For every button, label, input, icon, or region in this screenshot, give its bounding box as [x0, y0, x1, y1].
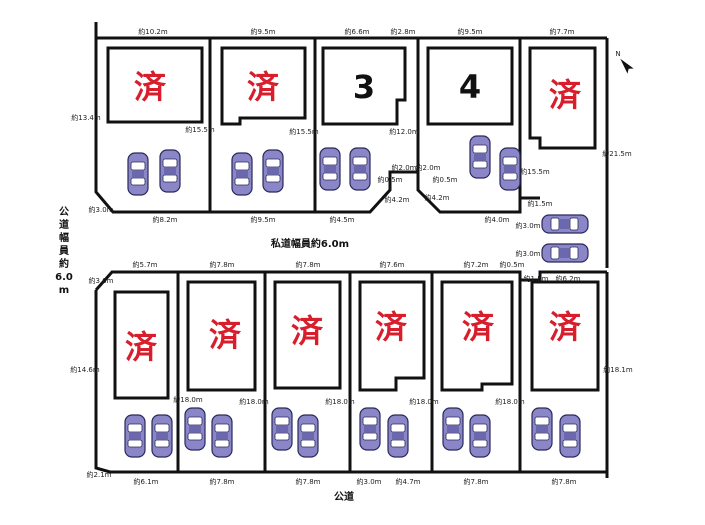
dim-bottom-depth-7: 約18.0m [495, 397, 525, 406]
dim-top-road-3: 約9.5m [251, 215, 276, 224]
dim-top-frontage-4: 約2.8m [391, 27, 416, 36]
public-road-left-char-5: 約 [59, 257, 69, 270]
lot-mark-bottom-4: 済 [375, 308, 408, 346]
bottom-parking [124, 407, 581, 458]
lot-mark-top-3: 3 [353, 68, 375, 106]
dim-bottom-depth-5: 約18.0m [409, 397, 439, 406]
public-road-left-label: 公 道 幅 員 約 6.0 m [55, 206, 73, 296]
dim-notch-2: 約2.0m [416, 163, 441, 172]
private-road-label: 私道幅員約6.0m [270, 237, 349, 250]
dim-bottom-road-9: 約6.2m [556, 274, 581, 283]
top-lot-marks: 済 済 3 4 済 [134, 68, 582, 114]
bottom-lot-dividers [176, 272, 522, 472]
bottom-lot-marks: 済 済 済 済 済 済 [125, 308, 582, 366]
dim-bottom-frontage-4: 約7.8m [296, 477, 321, 486]
north-arrow-icon [620, 58, 634, 74]
top-roadside-dimensions: 約3.0m 約8.2m 約9.5m 約4.5m 約4.2m 約4.2m 約4.0… [89, 193, 553, 258]
dim-bottom-frontage-6: 約4.7m [396, 477, 421, 486]
top-block-outline [94, 22, 609, 268]
dim-top-depth-3: 約15.5m [289, 127, 319, 136]
dim-top-road-6: 約4.2m [425, 193, 450, 202]
dim-bottom-road-8: 約1.5m [524, 274, 549, 283]
dim-bottom-road-1: 約3.0m [89, 276, 114, 285]
dim-bottom-frontage-2: 約6.1m [134, 477, 159, 486]
lot-mark-bottom-2: 済 [209, 316, 242, 354]
dim-top-frontage-2: 約9.5m [251, 27, 276, 36]
dim-notch-4: 約0.5m [433, 175, 458, 184]
dim-top-road-9: 約3.0m [516, 221, 541, 230]
dim-top-road-2: 約8.2m [153, 215, 178, 224]
dim-top-depth-1: 約13.4m [71, 113, 101, 122]
lot-mark-top-4: 4 [459, 68, 481, 106]
dim-bottom-frontage-8: 約7.8m [552, 477, 577, 486]
lot-mark-top-5: 済 [549, 76, 582, 114]
public-road-left-char-6: 6.0 [55, 272, 73, 283]
dim-bottom-road-4: 約7.8m [296, 260, 321, 269]
bottom-roadside-dimensions: 約3.0m 約5.7m 約7.8m 約7.8m 約7.6m 約7.2m 約0.5… [89, 260, 581, 285]
lot-mark-bottom-5: 済 [462, 308, 495, 346]
dim-bottom-road-6: 約7.2m [464, 260, 489, 269]
top-lot-dividers [208, 38, 522, 212]
dim-bottom-frontage-1: 約2.1m [87, 470, 112, 479]
dim-notch-3: 約0.5m [378, 175, 403, 184]
lot-mark-bottom-1: 済 [125, 328, 158, 366]
dim-bottom-depth-3: 約18.0m [239, 397, 269, 406]
dim-top-frontage-5: 約9.5m [458, 27, 483, 36]
dim-bottom-road-3: 約7.8m [210, 260, 235, 269]
lot-mark-bottom-6: 済 [549, 308, 582, 346]
public-road-left-char-2: 道 [59, 218, 69, 231]
dim-top-road-7: 約4.0m [485, 215, 510, 224]
dim-top-depth-6: 約21.5m [602, 149, 632, 158]
dim-bottom-depth-4: 約18.0m [325, 397, 355, 406]
dim-bottom-frontage-7: 約7.8m [464, 477, 489, 486]
public-road-bottom-label: 公道 [334, 490, 354, 503]
lot-mark-top-2: 済 [247, 68, 280, 106]
dim-notch-1: 約2.0m [392, 163, 417, 172]
top-frontage-dimensions: 約10.2m 約9.5m 約6.6m 約2.8m 約9.5m 約7.7m [138, 27, 574, 36]
dim-bottom-frontage-3: 約7.8m [210, 477, 235, 486]
public-road-left-char-1: 公 [59, 206, 69, 218]
lot-mark-bottom-3: 済 [291, 312, 324, 350]
dim-top-frontage-1: 約10.2m [138, 27, 168, 36]
dim-bottom-depth-1: 約14.6m [70, 365, 100, 374]
notch-dimensions: 約2.0m 約2.0m 約0.5m 約0.5m [378, 163, 458, 184]
dim-top-road-4: 約4.5m [330, 215, 355, 224]
dim-bottom-road-5: 約7.6m [380, 260, 405, 269]
dim-bottom-road-2: 約5.7m [133, 260, 158, 269]
bottom-houses [113, 280, 600, 400]
public-road-left-char-7: m [59, 285, 69, 296]
dim-bottom-frontage-5: 約3.0m [357, 477, 382, 486]
dim-top-frontage-3: 約6.6m [345, 27, 370, 36]
lot-mark-top-1: 済 [134, 68, 167, 106]
dim-top-road-10: 約3.0m [516, 249, 541, 258]
dim-bottom-road-7: 約0.5m [500, 260, 525, 269]
bottom-depth-dimensions: 約14.6m 約18.0m 約18.0m 約18.0m 約18.0m 約18.1… [70, 365, 633, 406]
bottom-frontage-dimensions: 約2.1m 約6.1m 約7.8m 約7.8m 約3.0m 約4.7m 約7.8… [87, 470, 577, 486]
dim-bottom-depth-2: 約18.0m [173, 395, 203, 404]
dim-top-road-5: 約4.2m [385, 195, 410, 204]
top-houses [106, 46, 597, 150]
dim-top-road-8: 約1.5m [528, 199, 553, 208]
dim-top-road-1: 約3.0m [89, 205, 114, 214]
dim-top-depth-4: 約12.0m [389, 127, 419, 136]
public-road-left-char-4: 員 [58, 245, 69, 257]
dim-top-frontage-6: 約7.7m [550, 27, 575, 36]
top-depth-dimensions: 約13.4m 約15.5m 約15.5m 約12.0m 約15.5m 約21.5… [71, 113, 632, 176]
dim-bottom-depth-6: 約18.1m [603, 365, 633, 374]
compass-label: N [615, 50, 620, 58]
public-road-left-char-3: 幅 [59, 231, 69, 244]
dim-top-depth-2: 約15.5m [185, 125, 215, 134]
dim-top-depth-5: 約15.5m [520, 167, 550, 176]
